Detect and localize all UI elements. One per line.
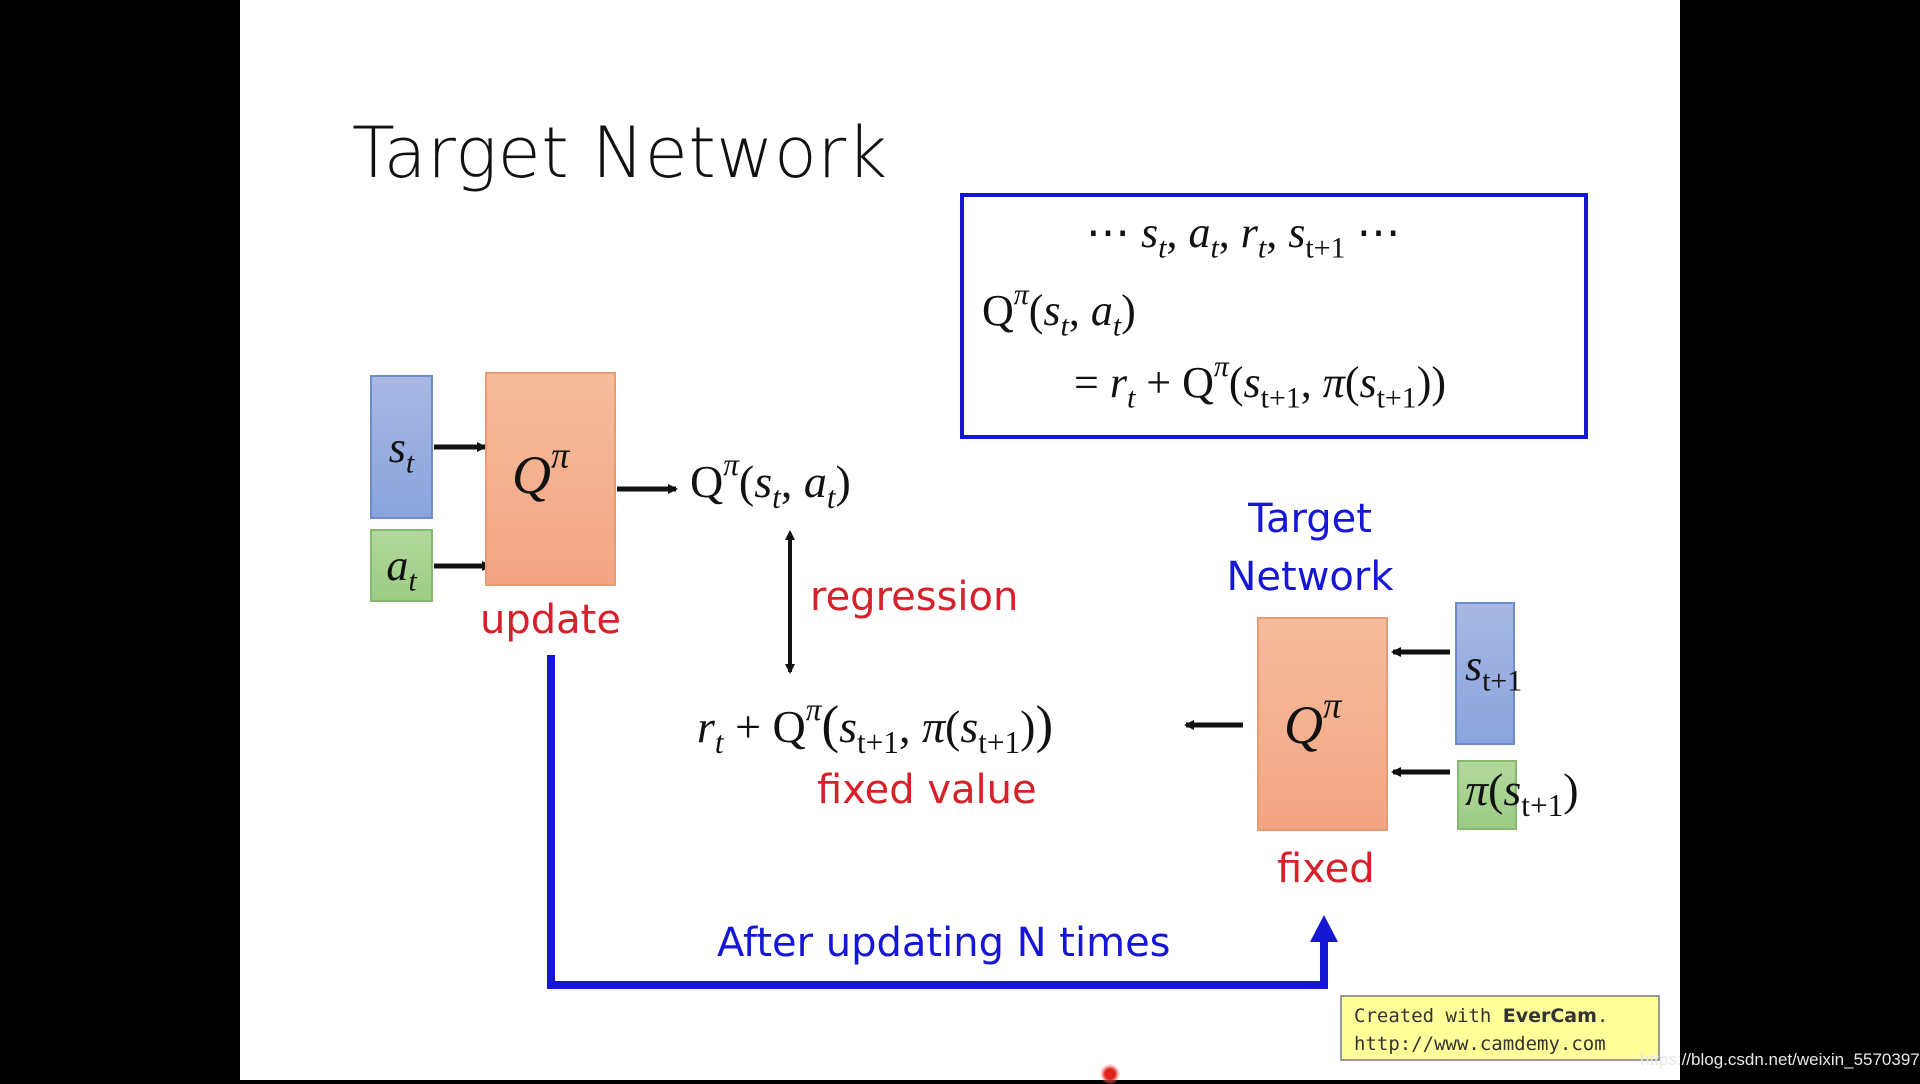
slide: Target Network ⋯ st, at, rt, st+1 ⋯ Qπ(s… [240,0,1680,1084]
page-title: Target Network [352,112,888,194]
target-network-label: Target Network [1210,490,1410,606]
update-label: update [480,597,621,643]
connector-layer [434,442,1450,989]
watermark-brand: EverCam [1502,1005,1597,1027]
fixed-label: fixed [1277,846,1375,892]
q-value-lhs: Qπ(st, at) [982,278,1136,343]
policy-input-box [1457,760,1517,830]
target-network-box: Qπ [1257,617,1388,831]
watermark-prefix: Created with [1354,1005,1503,1027]
state-input-box: st [370,375,433,519]
evercam-watermark: Created with EverCam. http://www.camdemy… [1340,995,1660,1061]
bellman-formula-box: ⋯ st, at, rt, st+1 ⋯ Qπ(st, at) = rt + Q… [960,193,1588,439]
policy-action-expression: π(st+1) [1465,764,1579,823]
target-network-label-line2: Network [1226,554,1394,600]
sync-label: After updating N times [717,920,1171,966]
action-input-box: at [370,529,433,602]
next-state-input-box [1455,602,1515,745]
transition-sequence: ⋯ st, at, rt, st+1 ⋯ [1086,208,1401,265]
next-state-symbol: st+1 [1465,641,1523,698]
fixed-value-label: fixed value [817,767,1037,813]
sync-arrowhead [1310,915,1338,942]
watermark-suffix: . [1596,1005,1609,1027]
cursor-highlight-icon [1100,1064,1120,1084]
target-value-expression: rt + Qπ(st+1, π(st+1)) [697,692,1054,760]
watermark-url: http://www.camdemy.com [1354,1033,1606,1055]
q-network-box: Qπ [485,372,616,586]
target-network-label-line1: Target [1248,496,1372,542]
q-value-rhs: = rt + Qπ(st+1, π(st+1)) [1074,350,1447,415]
q-output-expression: Qπ(st, at) [690,447,851,515]
sync-connector [547,655,1328,989]
regression-label: regression [810,574,1019,620]
source-watermark: https://blog.csdn.net/weixin_55703970 [1640,1050,1920,1069]
